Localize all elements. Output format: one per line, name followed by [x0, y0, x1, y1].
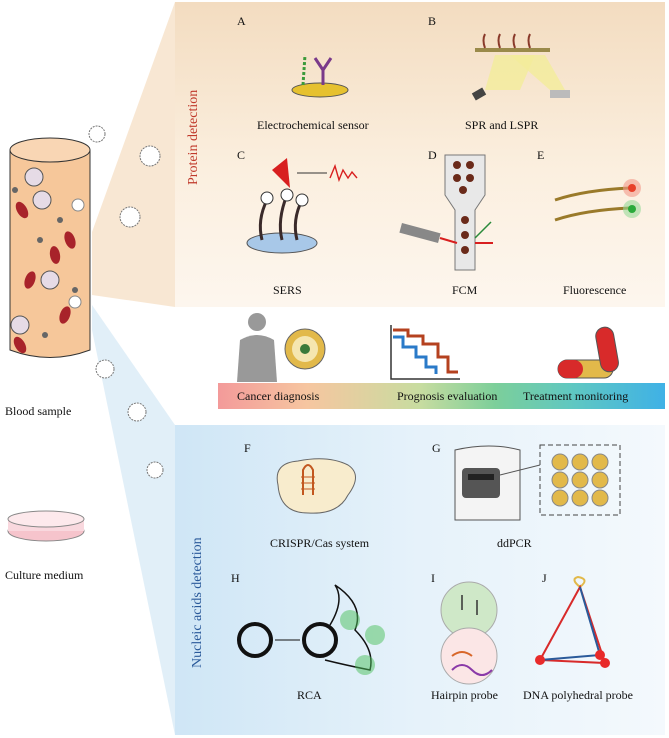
red-blood-cell: [49, 246, 61, 264]
electrochemical-sensor-icon: [291, 54, 349, 98]
spr-lspr-label: SPR and LSPR: [465, 118, 539, 132]
dna-polyhedral-probe-label: DNA polyhedral probe: [523, 688, 633, 702]
vesicle: [68, 295, 82, 309]
blood-vessel-illustration: [9, 137, 91, 358]
red-blood-cell: [15, 201, 29, 219]
red-blood-cell: [13, 336, 27, 354]
panel-letter-c: C: [237, 148, 246, 162]
protein-detection-panel: [175, 2, 665, 307]
panel-letter-f: F: [244, 441, 251, 455]
application-prognosis-evaluation: Prognosis evaluation: [397, 389, 498, 403]
protein-funnel: [92, 2, 175, 307]
pill-capsules-icon: [557, 326, 619, 379]
fcm-icon: [399, 154, 493, 271]
spr-lspr-icon: [471, 33, 570, 101]
application-cancer-diagnosis: Cancer diagnosis: [237, 389, 320, 403]
crispr-cas-icon: [276, 458, 356, 514]
dna-polyhedral-probe-icon: [535, 575, 610, 668]
survival-curve-icon: [390, 325, 460, 380]
ddpcr-label: ddPCR: [497, 536, 532, 550]
white-blood-cell: [10, 315, 30, 335]
sers-label: SERS: [273, 283, 302, 297]
crispr-cas-label: CRISPR/Cas system: [270, 536, 370, 550]
cancer-cell-icon: [284, 328, 326, 370]
hairpin-probe-label: Hairpin probe: [431, 688, 498, 702]
application-gradient-bar: [218, 383, 665, 409]
white-blood-cell: [32, 190, 52, 210]
panel-letter-i: I: [431, 571, 435, 585]
rca-icon: [237, 584, 385, 675]
fcm-label: FCM: [452, 283, 478, 297]
culture-dish-illustration: [7, 510, 85, 542]
hairpin-probe-icon: [440, 581, 498, 685]
nucleic-acids-detection-title: Nucleic acids detection: [190, 537, 205, 668]
rca-label: RCA: [297, 688, 322, 702]
electrochemical-sensor-label: Electrochemical sensor: [257, 118, 369, 132]
nucleic-funnel: [92, 305, 175, 735]
panel-letter-d: D: [428, 148, 437, 162]
fluorescence-icon: [554, 179, 641, 222]
culture-medium-label: Culture medium: [5, 568, 84, 582]
white-blood-cell: [24, 167, 44, 187]
fluorescence-label: Fluorescence: [563, 283, 627, 297]
protein-detection-title: Protein detection: [186, 89, 201, 185]
blood-sample-label: Blood sample: [5, 404, 72, 418]
red-blood-cell: [24, 271, 36, 289]
vesicles-floating: [88, 125, 164, 479]
ddpcr-instrument-icon: [454, 444, 621, 521]
panel-letter-b: B: [428, 14, 437, 28]
panel-letter-h: H: [231, 571, 240, 585]
panel-letter-a: A: [237, 14, 246, 28]
red-blood-cell: [59, 306, 71, 324]
sers-icon: [246, 158, 358, 254]
application-treatment-monitoring: Treatment monitoring: [523, 389, 629, 403]
panel-letter-g: G: [432, 441, 441, 455]
panel-letter-j: J: [542, 571, 547, 585]
white-blood-cell: [40, 270, 60, 290]
panel-letter-e: E: [537, 148, 545, 162]
human-figure-icon: [237, 313, 277, 382]
red-blood-cell: [64, 231, 76, 249]
vesicle: [71, 198, 85, 212]
